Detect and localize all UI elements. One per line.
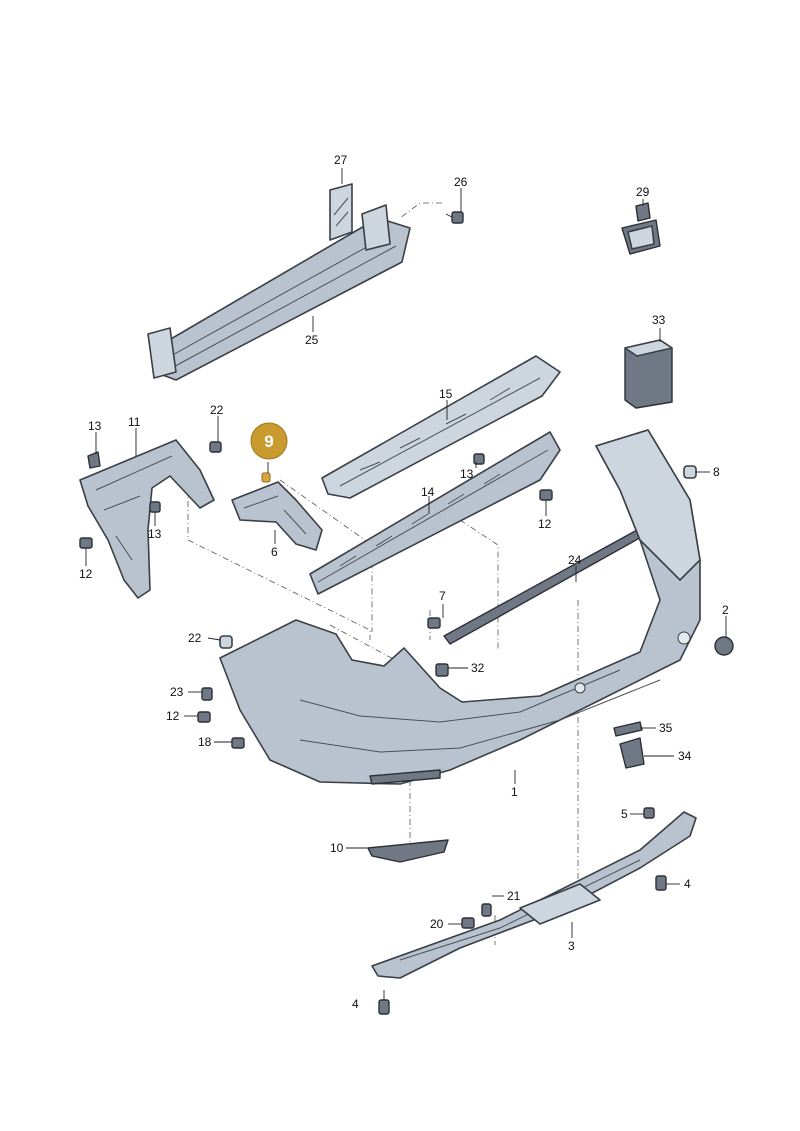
bolt-26 [445,211,464,224]
callout-6: 6 [271,545,278,559]
clip-21 [481,903,492,917]
callout-35: 35 [659,721,673,735]
bolt-18 [231,737,245,749]
pad-27 [329,183,353,241]
callout-13-right: 13 [460,467,474,481]
screw-7 [427,617,441,629]
callout-25: 25 [305,333,319,347]
callout-5: 5 [621,807,628,821]
highlight-callout-text: 9 [264,432,273,451]
bolt-9 [261,472,271,483]
bracket-34 [619,737,645,769]
callout-33: 33 [652,313,666,327]
callout-10: 10 [330,841,344,855]
bolt-4-right [655,875,667,891]
bumper-cover-1 [219,429,701,785]
callout-22-lower: 22 [188,631,202,645]
callout-29: 29 [636,185,650,199]
callout-3: 3 [568,939,575,953]
diffuser-3 [371,811,697,979]
callout-7: 7 [439,589,446,603]
callout-11: 11 [128,415,141,429]
clip-8 [683,465,697,479]
callout-4-right: 4 [684,877,691,891]
guide-15 [321,355,561,499]
callout-15: 15 [439,387,453,401]
callout-23: 23 [170,685,184,699]
callout-4-lower: 4 [352,997,359,1011]
callout-27: 27 [334,153,348,167]
clip-22-upper [209,441,222,453]
clip-22-lower [219,635,233,649]
clip-13-right [473,453,485,465]
callout-1: 1 [511,785,518,799]
bolt-12-lower [197,711,211,723]
callout-12-lower: 12 [166,709,180,723]
part-35 [613,721,643,737]
clip-13-left [87,451,101,469]
callout-20: 20 [430,917,444,931]
callout-26: 26 [454,175,468,189]
trim-strip-24 [443,523,655,645]
guide-rail-14 [309,431,561,595]
bolt-12-right [539,489,553,501]
callout-21: 21 [507,889,521,903]
reflector-10 [367,839,449,863]
leader-lines [85,168,727,1000]
callout-2: 2 [722,603,729,617]
callout-32: 32 [471,661,485,675]
bolt-23 [201,687,213,701]
callout-12-right: 12 [538,517,552,531]
bolt-12-left [79,537,93,549]
callout-18: 18 [198,735,212,749]
clip-13-mid [149,501,161,513]
callout-24: 24 [568,553,582,567]
clip-5 [643,807,655,819]
callout-14: 14 [421,485,435,499]
callout-13: 13 [88,419,102,433]
callout-12-left: 12 [79,567,93,581]
bracket-6 [231,481,323,551]
bolt-4-lower [378,999,390,1015]
clip-32 [435,663,449,677]
callout-13-mid: 13 [148,527,162,541]
callout-34: 34 [678,749,692,763]
cap-2 [714,636,734,656]
callout-8: 8 [713,465,720,479]
highlight-callout-9: 9 [250,422,288,460]
callout-labels: 27 26 29 25 33 15 13 11 22 13 8 14 12 13… [79,153,729,1011]
callout-22: 22 [210,403,224,417]
impact-beam-25 [147,204,411,381]
bolt-20 [461,917,475,929]
